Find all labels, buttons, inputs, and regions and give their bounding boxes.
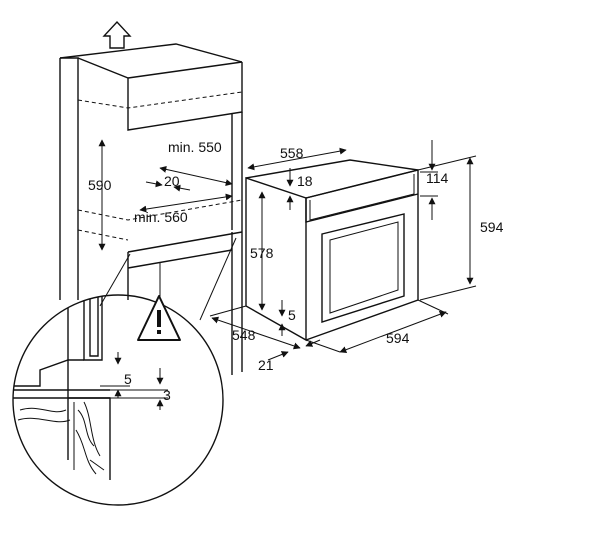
oven-body-height-label: 578 <box>250 245 274 261</box>
niche-dimensions: 590 min. 550 20 min. 560 <box>88 139 233 251</box>
oven-depth-door-label: 548 <box>232 327 256 343</box>
door-thickness-label: 21 <box>258 357 274 373</box>
warning-triangle-icon <box>137 295 181 341</box>
detail-callout: 5 3 <box>12 237 237 506</box>
detail-gap-3-label: 3 <box>163 387 171 403</box>
up-arrow-icon <box>102 20 132 49</box>
niche-offset-label: 20 <box>164 173 180 189</box>
niche-min-depth-label: min. 560 <box>134 209 188 225</box>
oven-dimensions: 558 18 578 5 114 594 594 548 21 <box>209 140 504 373</box>
oven-depth-label: 558 <box>280 145 304 161</box>
oven-total-width-label: 594 <box>386 330 410 346</box>
detail-gap-5-label: 5 <box>124 371 132 387</box>
front-panel-depth-label: 18 <box>297 173 313 189</box>
top-panel-height-label: 114 <box>426 170 449 186</box>
oven-total-height-label: 594 <box>480 219 504 235</box>
bottom-offset-label: 5 <box>288 307 296 323</box>
niche-min-width-label: min. 550 <box>168 139 222 155</box>
niche-height-label: 590 <box>88 177 112 193</box>
